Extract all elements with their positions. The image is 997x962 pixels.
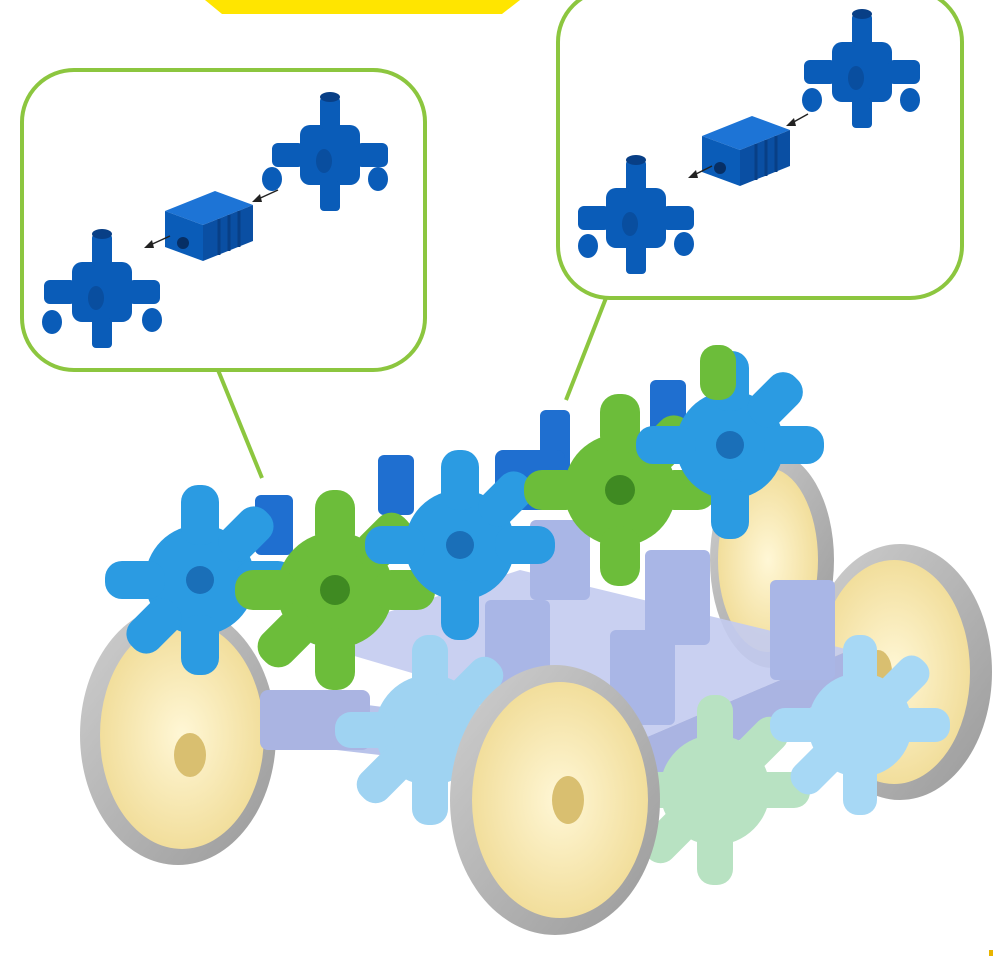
wheel-icon: [80, 605, 276, 865]
corner-mark: [989, 950, 993, 956]
wheel-icon: [450, 665, 660, 935]
callout-right: [558, 0, 962, 400]
gear-icon: [700, 345, 736, 400]
vehicle-model: [80, 345, 992, 935]
callout-right-pointer: [566, 298, 606, 400]
callout-left-pointer: [218, 370, 262, 478]
callout-left: [22, 70, 425, 478]
title-banner: [205, 0, 520, 14]
